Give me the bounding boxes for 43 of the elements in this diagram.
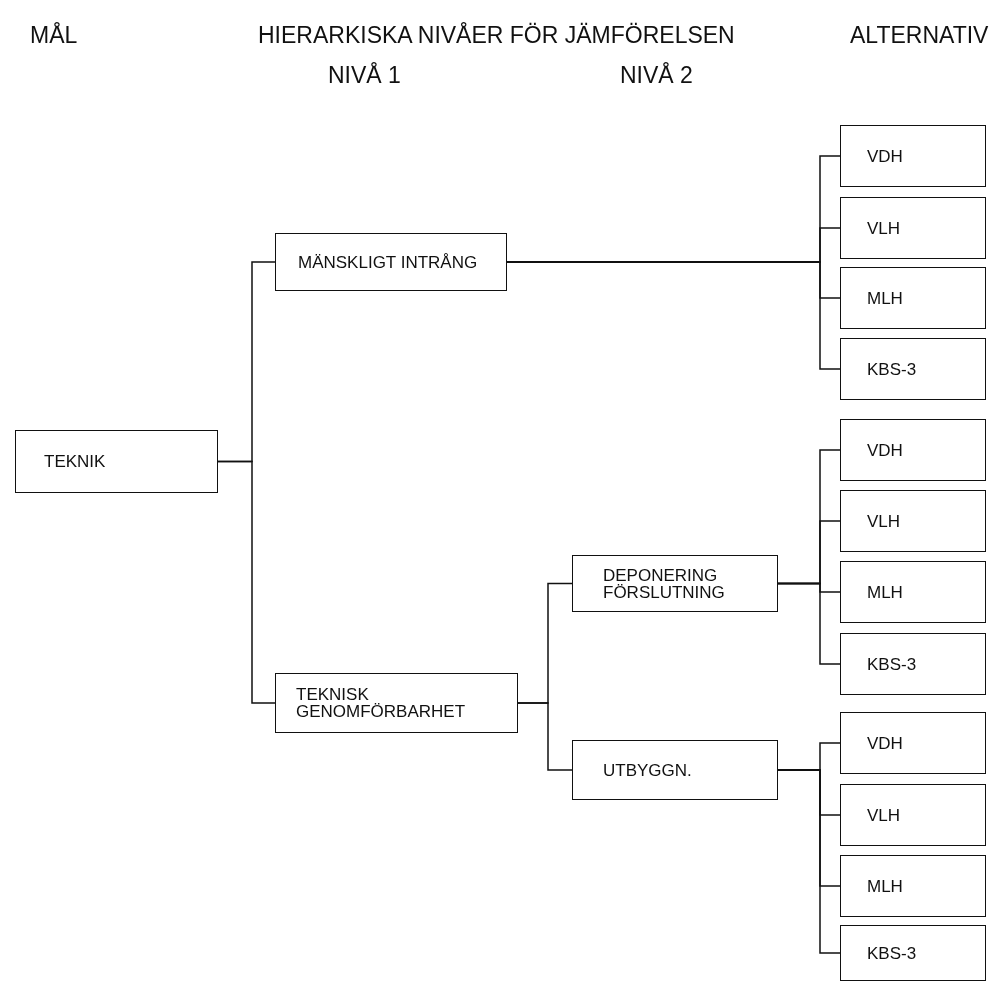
connector-line: [217, 460, 276, 704]
tree-node-box: [840, 338, 986, 400]
node-label: MLH: [867, 583, 903, 601]
connector-line: [777, 582, 841, 665]
connector-line: [777, 769, 841, 954]
node-label: VDH: [867, 441, 903, 459]
tree-node-box: [275, 233, 507, 291]
node-label: TEKNISK GENOMFÖRBARHET: [296, 686, 467, 720]
column-heading: NIVÅ 1: [328, 62, 401, 89]
column-heading: MÅL: [30, 22, 78, 49]
node-label: VLH: [867, 512, 901, 530]
node-label: KBS-3: [867, 360, 917, 378]
tree-node-box: [15, 430, 218, 493]
tree-node-box: [840, 712, 986, 774]
tree-node-box: [840, 561, 986, 623]
tree-node-box: [840, 267, 986, 329]
tree-node-box: [840, 419, 986, 481]
node-label: VDH: [867, 147, 903, 165]
node-label: VLH: [867, 806, 901, 824]
node-label: MLH: [867, 877, 903, 895]
tree-node-box: [840, 197, 986, 259]
column-heading: ALTERNATIV: [850, 22, 989, 49]
tree-node-box: [840, 633, 986, 695]
node-label: KBS-3: [867, 944, 917, 962]
tree-node-box: [572, 555, 778, 612]
node-label: DEPONERING FÖRSLUTNING: [603, 566, 726, 601]
node-label: VDH: [867, 734, 903, 752]
tree-node-box: [840, 125, 986, 187]
tree-node-box: [840, 784, 986, 846]
connector-line: [517, 702, 573, 771]
tree-node-box: [275, 673, 518, 733]
tree-node-box: [840, 925, 986, 981]
column-heading: HIERARKISKA NIVÅER FÖR JÄMFÖRELSEN: [258, 22, 735, 49]
node-label: VLH: [867, 219, 901, 237]
column-heading: NIVÅ 2: [620, 62, 693, 89]
node-label: MÄNSKLIGT INTRÅNG: [298, 253, 478, 271]
node-label: TEKNIK: [44, 453, 106, 470]
tree-node-box: [840, 490, 986, 552]
tree-node-box: [572, 740, 778, 800]
node-label: UTBYGGN.: [603, 761, 692, 779]
node-label: KBS-3: [867, 655, 917, 673]
node-label: MLH: [867, 289, 903, 307]
tree-node-box: [840, 855, 986, 917]
